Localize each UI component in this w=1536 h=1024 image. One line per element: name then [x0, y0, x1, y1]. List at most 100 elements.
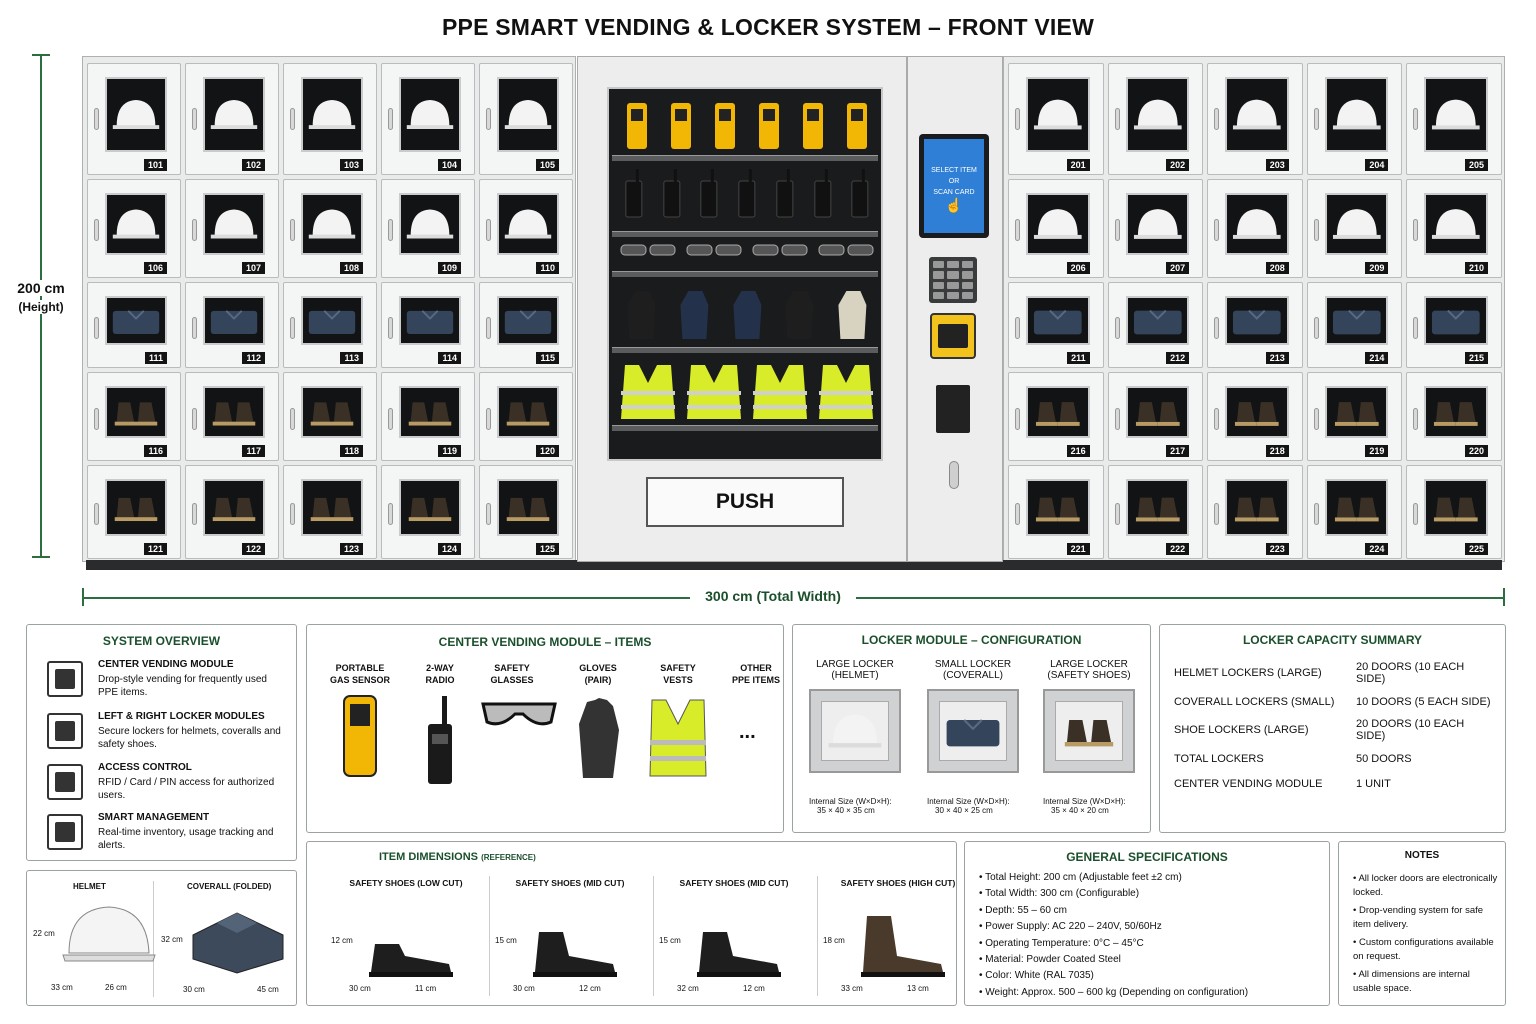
radio-icon[interactable] [804, 167, 842, 228]
vest-icon[interactable] [747, 361, 813, 428]
door-handle[interactable] [388, 218, 393, 241]
right-locker-door[interactable]: 202 [1107, 63, 1204, 175]
door-handle[interactable] [94, 407, 99, 430]
gas-sensor-icon[interactable] [791, 101, 835, 160]
gas-sensor-icon[interactable] [703, 101, 747, 160]
door-handle[interactable] [486, 407, 491, 430]
left-locker-door[interactable]: 122 [185, 465, 279, 559]
door-handle[interactable] [1015, 407, 1020, 430]
left-locker-door[interactable]: 107 [185, 179, 279, 278]
door-handle[interactable] [1214, 108, 1220, 130]
rfid-reader-icon[interactable] [930, 313, 976, 359]
left-locker-door[interactable]: 124 [381, 465, 475, 559]
fingerprint-reader-icon[interactable] [936, 385, 970, 433]
gloves-icon[interactable] [668, 285, 721, 348]
right-locker-door[interactable]: 203 [1207, 63, 1303, 175]
right-locker-door[interactable]: 219 [1306, 372, 1403, 461]
left-locker-door[interactable]: 120 [479, 372, 573, 461]
radio-icon[interactable] [653, 167, 691, 228]
radio-icon[interactable] [690, 167, 728, 228]
door-handle[interactable] [1015, 316, 1020, 339]
left-locker-door[interactable]: 108 [283, 179, 377, 278]
right-locker-door[interactable]: 214 [1306, 282, 1403, 368]
left-locker-door[interactable]: 112 [185, 282, 279, 368]
door-handle[interactable] [94, 502, 99, 525]
door-handle[interactable] [1413, 502, 1419, 525]
left-locker-door[interactable]: 113 [283, 282, 377, 368]
radio-icon[interactable] [841, 167, 879, 228]
door-handle[interactable] [290, 218, 295, 241]
right-locker-door[interactable]: 210 [1406, 179, 1502, 278]
door-handle[interactable] [1214, 407, 1220, 430]
door-handle[interactable] [1214, 218, 1220, 241]
right-locker-door[interactable]: 225 [1406, 465, 1502, 559]
left-locker-door[interactable]: 101 [87, 63, 181, 175]
left-locker-door[interactable]: 110 [479, 179, 573, 278]
door-handle[interactable] [486, 108, 491, 130]
door-handle[interactable] [1214, 316, 1220, 339]
door-handle[interactable] [1214, 502, 1220, 525]
door-handle[interactable] [1313, 316, 1319, 339]
door-handle[interactable] [1413, 218, 1419, 241]
door-handle[interactable] [1413, 108, 1419, 130]
door-handle[interactable] [388, 316, 393, 339]
gas-sensor-icon[interactable] [747, 101, 791, 160]
door-handle[interactable] [1114, 108, 1120, 130]
gloves-icon[interactable] [773, 285, 826, 348]
door-handle[interactable] [1413, 316, 1419, 339]
door-handle[interactable] [388, 108, 393, 130]
left-locker-door[interactable]: 102 [185, 63, 279, 175]
door-handle[interactable] [486, 316, 491, 339]
right-locker-door[interactable]: 218 [1207, 372, 1303, 461]
left-locker-door[interactable]: 125 [479, 465, 573, 559]
glasses-icon[interactable] [681, 239, 747, 270]
door-handle[interactable] [388, 502, 393, 525]
vest-icon[interactable] [615, 361, 681, 428]
left-locker-door[interactable]: 105 [479, 63, 573, 175]
right-locker-door[interactable]: 223 [1207, 465, 1303, 559]
glasses-icon[interactable] [615, 239, 681, 270]
door-handle[interactable] [192, 407, 197, 430]
door-handle[interactable] [290, 108, 295, 130]
radio-icon[interactable] [728, 167, 766, 228]
door-handle[interactable] [1313, 407, 1319, 430]
right-locker-door[interactable]: 217 [1107, 372, 1204, 461]
left-locker-door[interactable]: 111 [87, 282, 181, 368]
door-handle[interactable] [1114, 218, 1120, 241]
right-locker-door[interactable]: 222 [1107, 465, 1204, 559]
gloves-icon[interactable] [615, 285, 668, 348]
right-locker-door[interactable]: 215 [1406, 282, 1502, 368]
pin-keypad[interactable] [929, 257, 977, 303]
right-locker-door[interactable]: 211 [1008, 282, 1104, 368]
right-locker-door[interactable]: 208 [1207, 179, 1303, 278]
door-handle[interactable] [1313, 108, 1319, 130]
right-locker-door[interactable]: 209 [1306, 179, 1403, 278]
left-locker-door[interactable]: 117 [185, 372, 279, 461]
left-locker-door[interactable]: 106 [87, 179, 181, 278]
door-handle[interactable] [192, 108, 197, 130]
left-locker-door[interactable]: 103 [283, 63, 377, 175]
door-handle[interactable] [290, 407, 295, 430]
gloves-icon[interactable] [826, 285, 879, 348]
left-locker-door[interactable]: 123 [283, 465, 377, 559]
gas-sensor-icon[interactable] [659, 101, 703, 160]
door-handle[interactable] [1413, 407, 1419, 430]
left-locker-door[interactable]: 115 [479, 282, 573, 368]
vest-icon[interactable] [813, 361, 879, 428]
gas-sensor-icon[interactable] [615, 101, 659, 160]
left-locker-door[interactable]: 104 [381, 63, 475, 175]
door-handle[interactable] [1114, 316, 1120, 339]
right-locker-door[interactable]: 216 [1008, 372, 1104, 461]
right-locker-door[interactable]: 224 [1306, 465, 1403, 559]
right-locker-door[interactable]: 206 [1008, 179, 1104, 278]
glasses-icon[interactable] [813, 239, 879, 270]
touch-screen[interactable]: SELECT ITEM OR SCAN CARD ☝ [919, 134, 989, 238]
door-handle[interactable] [1015, 218, 1020, 241]
door-handle[interactable] [1313, 502, 1319, 525]
right-locker-door[interactable]: 201 [1008, 63, 1104, 175]
door-handle[interactable] [290, 502, 295, 525]
door-handle[interactable] [1015, 108, 1020, 130]
glasses-icon[interactable] [747, 239, 813, 270]
left-locker-door[interactable]: 119 [381, 372, 475, 461]
door-handle[interactable] [1114, 502, 1120, 525]
